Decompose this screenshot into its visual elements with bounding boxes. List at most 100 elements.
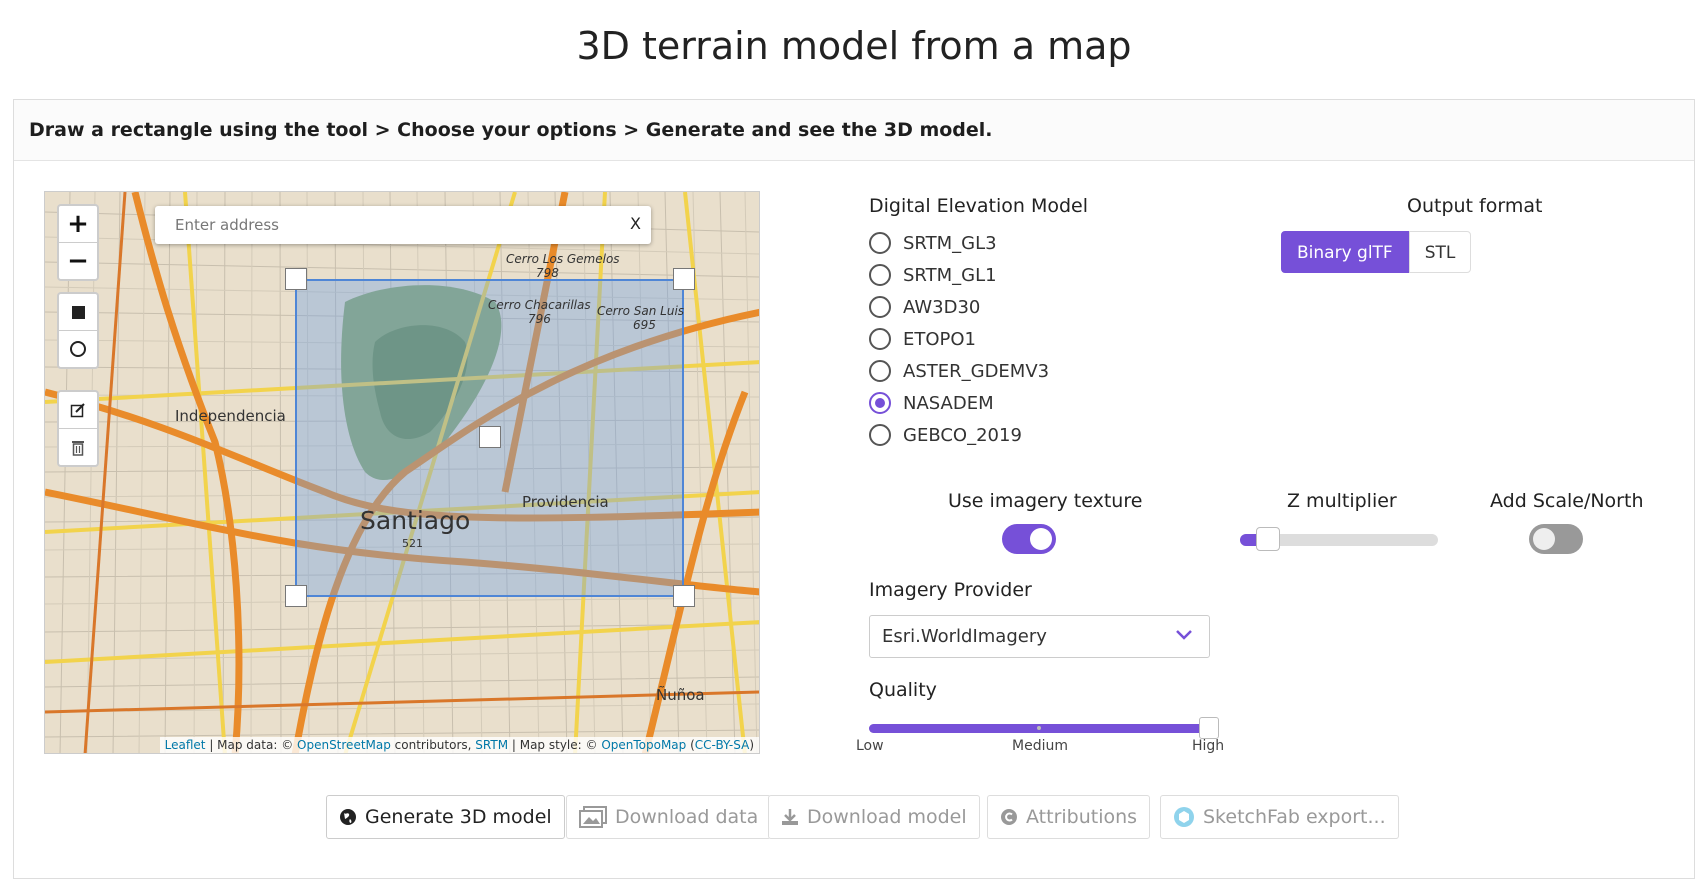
map-label-santiago: Santiago [360, 506, 471, 535]
button-label: Generate 3D model [365, 806, 552, 828]
sketchfab-export-button[interactable]: SketchFab export... [1160, 795, 1399, 839]
images-icon [579, 806, 607, 828]
download-model-button[interactable]: Download model [768, 795, 980, 839]
leaflet-link[interactable]: Leaflet [164, 738, 206, 752]
quality-tick-high: High [1192, 738, 1225, 754]
radio-label: ASTER_GDEMV3 [903, 360, 1050, 382]
chevron-down-icon [1176, 630, 1192, 640]
license-link[interactable]: CC-BY-SA [694, 738, 750, 752]
map-label-nunoa: Ñuñoa [656, 686, 705, 704]
resize-handle-top-right[interactable] [673, 268, 695, 290]
draw-toolbar [57, 292, 99, 369]
edit-icon [70, 403, 85, 418]
scale-north-toggle[interactable] [1529, 524, 1583, 554]
radio-label: SRTM_GL1 [903, 264, 997, 286]
radio-label: AW3D30 [903, 296, 981, 318]
resize-handle-top-left[interactable] [285, 268, 307, 290]
quality-slider[interactable] [869, 717, 1219, 739]
imagery-texture-toggle[interactable] [1002, 524, 1056, 554]
output-format-label: Output format [1407, 195, 1543, 217]
radio-button[interactable] [869, 360, 891, 382]
edit-layers-button[interactable] [59, 392, 97, 429]
imagery-provider-label: Imagery Provider [869, 579, 1032, 601]
edit-toolbar [57, 390, 99, 467]
radio-button[interactable] [869, 328, 891, 350]
dem-option-nasadem[interactable]: NASADEM [869, 387, 1049, 419]
dem-option-srtm-gl3[interactable]: SRTM_GL3 [869, 227, 1049, 259]
attribution-text: | Map data: © [205, 738, 298, 752]
dem-option-aster-gdemv3[interactable]: ASTER_GDEMV3 [869, 355, 1049, 387]
attribution-text: contributors, [390, 738, 476, 752]
imagery-provider-value: Esri.WorldImagery [882, 626, 1047, 647]
radio-label: SRTM_GL3 [903, 232, 997, 254]
main-card: Draw a rectangle using the tool > Choose… [13, 99, 1695, 879]
resize-handle-bottom-left[interactable] [285, 585, 307, 607]
z-multiplier-slider[interactable] [1240, 527, 1438, 551]
instructions: Draw a rectangle using the tool > Choose… [14, 100, 1694, 161]
radio-button[interactable] [869, 424, 891, 446]
delete-layers-button[interactable] [59, 429, 97, 465]
attribution-text: ) [749, 738, 754, 752]
imagery-texture-label: Use imagery texture [948, 490, 1143, 512]
zoom-out-button[interactable]: − [67, 246, 89, 276]
attributions-button[interactable]: Attributions [987, 795, 1151, 839]
quality-tick-low: Low [856, 738, 884, 754]
opentopomap-link[interactable]: OpenTopoMap [601, 738, 687, 752]
generate-3d-model-button[interactable]: Generate 3D model [326, 795, 565, 839]
search-clear-button[interactable]: X [630, 214, 641, 233]
format-stl[interactable]: STL [1408, 231, 1472, 273]
map-label-independencia: Independencia [175, 407, 286, 425]
srtm-link[interactable]: SRTM [475, 738, 509, 752]
imagery-provider-select[interactable]: Esri.WorldImagery [869, 615, 1210, 658]
dem-option-gebco-2019[interactable]: GEBCO_2019 [869, 419, 1049, 451]
copyright-icon [1001, 809, 1017, 825]
button-label: Download model [807, 806, 967, 828]
slider-thumb[interactable] [1255, 527, 1280, 551]
dem-option-etopo1[interactable]: ETOPO1 [869, 323, 1049, 355]
radio-button[interactable] [869, 232, 891, 254]
scale-north-label: Add Scale/North [1490, 490, 1644, 512]
slider-fill [1240, 534, 1260, 546]
radio-button[interactable] [869, 264, 891, 286]
z-multiplier-label: Z multiplier [1287, 490, 1397, 512]
trash-icon [72, 440, 84, 456]
osm-link[interactable]: OpenStreetMap [297, 738, 391, 752]
download-icon [782, 809, 798, 825]
address-search: X [155, 206, 651, 244]
button-label: Attributions [1026, 806, 1138, 828]
map-label-santiago-elevation: 521 [402, 537, 423, 550]
radio-label: GEBCO_2019 [903, 424, 1022, 446]
rectangle-icon [71, 305, 85, 319]
map-tiles [45, 192, 759, 753]
map-attribution: Leaflet | Map data: © OpenStreetMap cont… [159, 737, 759, 753]
page-title: 3D terrain model from a map [576, 24, 1132, 68]
dem-label: Digital Elevation Model [869, 195, 1089, 217]
format-binary-gltf[interactable]: Binary glTF [1281, 231, 1409, 273]
address-search-input[interactable] [155, 206, 617, 244]
quality-label: Quality [869, 679, 937, 701]
draw-circle-button[interactable] [59, 331, 97, 367]
resize-handle-bottom-right[interactable] [673, 585, 695, 607]
toggle-knob [1533, 528, 1555, 550]
attribution-text: | Map style: © [508, 738, 602, 752]
attribution-text: ( [686, 738, 695, 752]
zoom-in-button[interactable]: + [59, 206, 97, 243]
dem-option-srtm-gl1[interactable]: SRTM_GL1 [869, 259, 1049, 291]
radio-label: NASADEM [903, 392, 994, 414]
sketchfab-icon [1174, 807, 1194, 827]
button-label: SketchFab export... [1203, 806, 1386, 828]
dem-option-aw3d30[interactable]: AW3D30 [869, 291, 1049, 323]
download-data-button[interactable]: Download data [566, 795, 772, 839]
quality-tick-medium: Medium [1012, 738, 1068, 754]
move-handle-center[interactable] [479, 426, 501, 448]
map-label-providencia: Providencia [522, 493, 609, 511]
slider-thumb[interactable] [1199, 717, 1219, 739]
draw-rectangle-button[interactable] [59, 294, 97, 331]
radio-button[interactable] [869, 296, 891, 318]
radio-button[interactable] [869, 392, 891, 414]
circle-icon [70, 341, 86, 357]
output-format-toggle: Binary glTF STL [1281, 231, 1472, 273]
